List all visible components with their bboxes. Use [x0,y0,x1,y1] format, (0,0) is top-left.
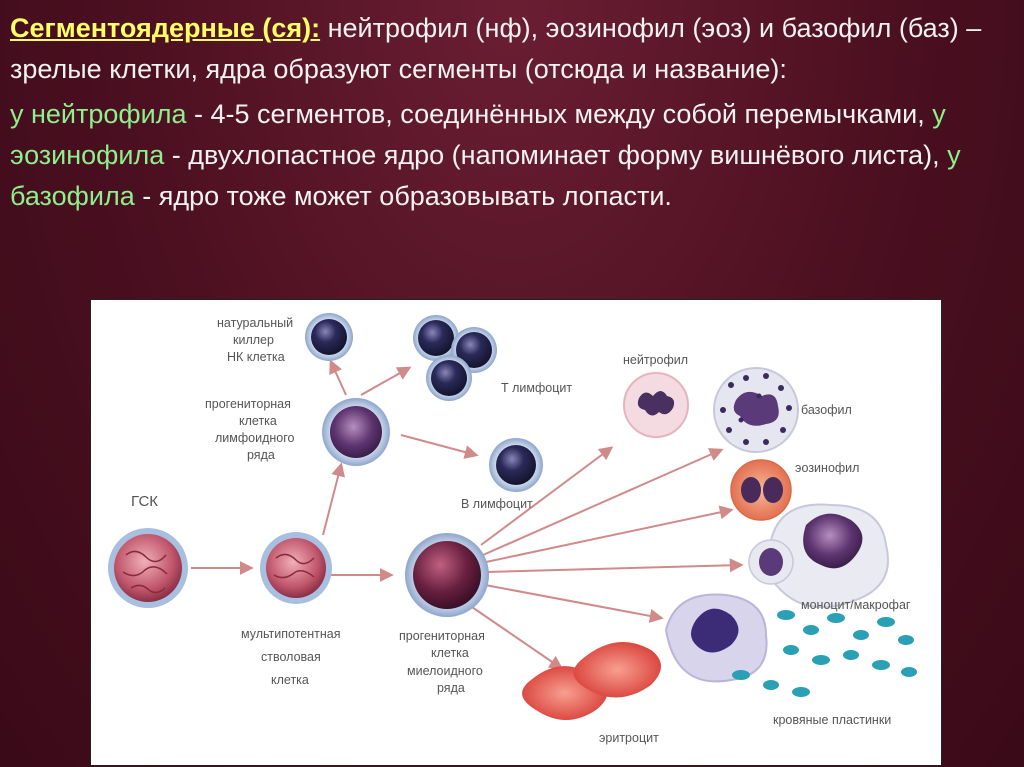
multipotent-stem-cell [260,532,332,604]
slide-text: Сегментоядерные (ся): нейтрофил (нф), эо… [10,8,1010,217]
label-lymph-prog-3: лимфоидного [215,431,295,445]
label-lymph-prog-4: ряда [247,448,275,462]
label-gsk: ГСК [131,493,158,510]
basophil-granules [720,373,792,445]
label-myelo-4: ряда [437,681,465,695]
intro-text: нейтрофил (нф), эозинофил (эоз) и базофи… [10,13,982,84]
label-nk-1: натуральный [217,316,293,330]
arrow-myelo-monocyte [486,558,744,573]
arrow-myelo-platelets [484,584,664,623]
label-nk-2: киллер [233,333,274,347]
label-lymph-prog-2: клетка [239,414,277,428]
b-lymphocyte [489,438,543,492]
t-lymphocytes [413,315,497,401]
diagram-labels: натуральный киллер НК клетка прогениторн… [131,316,911,745]
nk-cell [305,313,353,361]
gsk-cell [108,528,188,608]
hematopoiesis-diagram: натуральный киллер НК клетка прогениторн… [108,313,917,745]
label-platelets: кровяные пластинки [773,713,891,727]
megakaryocyte-platelets [664,593,917,697]
arrow-lymph-t [360,366,412,396]
lymphoid-progenitor-cell [322,398,390,466]
detail-basophil: - ядро тоже может образовывать лопасти. [134,181,672,211]
arrow-myelo-eosinophil [485,505,734,563]
label-myelo-3: миелоидного [407,664,483,678]
hematopoiesis-figure: натуральный киллер НК клетка прогениторн… [90,299,942,766]
label-basophil: базофил [801,403,852,417]
arrow-lymph-b [400,434,479,459]
label-multi-2: стволовая [261,650,321,664]
basophil-cell [713,367,799,453]
paragraph-details: у нейтрофила - 4-5 сегментов, соединённы… [10,94,1010,217]
label-nk-3: НК клетка [227,350,285,364]
label-multi-3: клетка [271,673,309,687]
myeloid-progenitor-cell [405,533,489,617]
monocyte-macrophage-cell [748,503,889,609]
arrow-myelo-basophil [482,448,724,556]
erythrocytes [522,642,661,720]
platelets [732,610,917,697]
label-b-lymphocyte: В лимфоцит [461,497,533,511]
neutrophil-cell [623,372,689,438]
arrow-myelo-neutrophil [480,446,614,546]
label-myelo-1: прогениторная [399,629,485,643]
label-neutrophil: нейтрофил [623,353,688,367]
detail-eosinophil: - двухлопастное ядро (напоминает форму в… [164,140,948,170]
eosinophil-cell [730,459,792,521]
arrow-lymph-nk [329,359,347,396]
term-eosinophil: у эозинофила [10,99,946,170]
label-eosinophil: эозинофил [795,461,859,475]
paragraph-intro: Сегментоядерные (ся): нейтрофил (нф), эо… [10,8,1010,90]
heading-segmented: Сегментоядерные (ся): [10,13,321,43]
term-basophil: у базофила [10,140,961,211]
label-monocyte: моноцит/макрофаг [801,598,911,612]
detail-neutrophil: - 4-5 сегментов, соединённых между собой… [186,99,933,129]
label-lymph-prog-1: прогениторная [205,397,291,411]
label-multi-1: мультипотентная [241,627,340,641]
label-t-lymphocyte: Т лимфоцит [501,381,572,395]
label-myelo-2: клетка [431,646,469,660]
arrows [191,359,744,670]
term-neutrophil: у нейтрофила [10,99,187,129]
arrow-multi-lymph [322,462,345,536]
label-erythrocyte: эритроцит [599,731,659,745]
arrow-myelo-erythrocyte [468,604,564,670]
